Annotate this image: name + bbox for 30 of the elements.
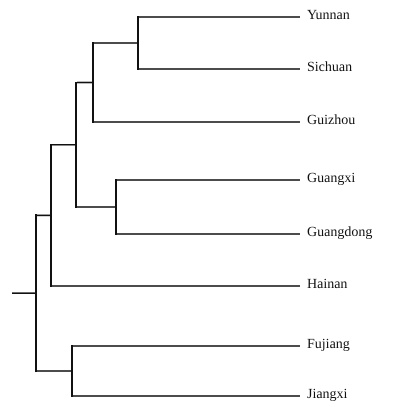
branch-line (94, 121, 300, 123)
branch-line (94, 42, 137, 44)
leaf-label: Hainan (300, 277, 348, 295)
junction-line (71, 345, 73, 397)
leaf-label: Guangdong (300, 225, 372, 243)
branch-line (117, 233, 300, 235)
junction-line (50, 144, 52, 287)
leaf-label: Fujiang (300, 337, 350, 355)
junction-line (137, 16, 139, 70)
leaf-label: Jiangxi (300, 387, 348, 405)
branch-line (117, 179, 300, 181)
junction-line (92, 42, 94, 123)
branch-line (73, 395, 300, 397)
branch-line (139, 68, 300, 70)
leaf-label: Guangxi (300, 171, 356, 189)
branch-line (52, 144, 75, 146)
branch-line (73, 345, 300, 347)
junction-line (115, 179, 117, 235)
junction-line (75, 82, 77, 208)
junction-line (35, 214, 37, 372)
leaf-label: Yunnan (300, 8, 350, 26)
branch-line (52, 285, 300, 287)
leaf-label: Sichuan (300, 60, 352, 78)
branch-line (37, 214, 50, 216)
branch-line (37, 370, 71, 372)
branch-line (12, 292, 35, 294)
leaf-label: Guizhou (300, 113, 356, 131)
branch-line (139, 16, 300, 18)
branch-line (77, 82, 92, 84)
branch-line (77, 206, 115, 208)
